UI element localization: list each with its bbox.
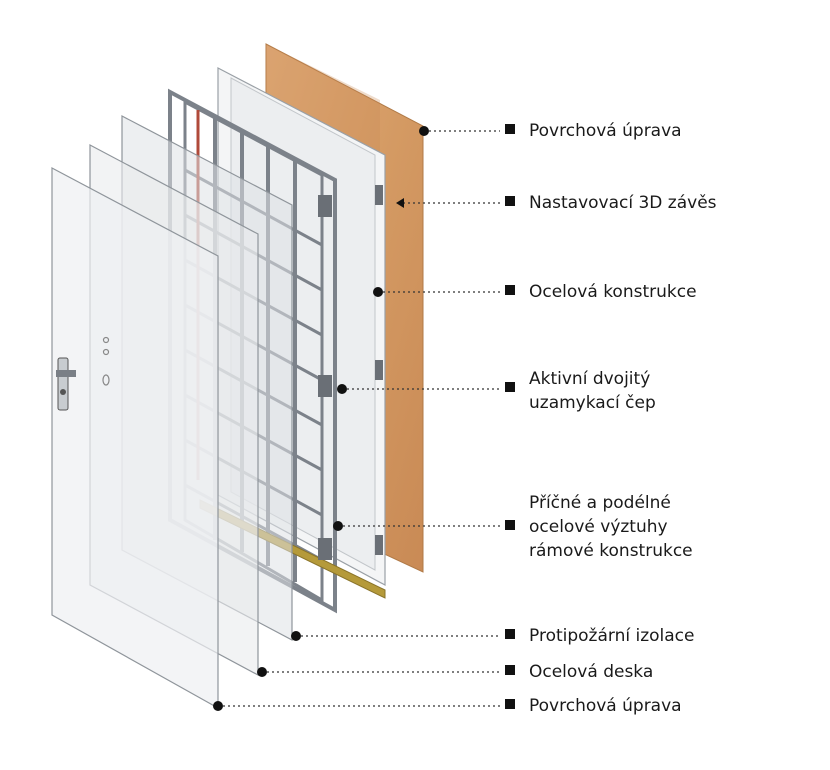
hinge-icons xyxy=(318,185,383,560)
bullet-icon xyxy=(505,665,515,675)
bullet-icon xyxy=(505,285,515,295)
label-text: Povrchová úprava xyxy=(529,696,682,716)
label-text: Protipožární izolace xyxy=(529,626,695,646)
bullet-icon xyxy=(505,382,515,392)
label-text-block: Příčné a podélné ocelové výztuhy rámové ko… xyxy=(529,491,693,563)
label-text: Ocelová deska xyxy=(529,662,654,682)
bullet-icon xyxy=(505,520,515,530)
label-line: Aktivní dvojitý xyxy=(529,369,651,389)
label-line: uzamykací čep xyxy=(529,393,656,413)
label-line: ocelové výztuhy xyxy=(529,517,668,537)
bullet-icon xyxy=(505,124,515,134)
leader-dots xyxy=(213,126,429,711)
label-povrchova-uprava-top: Povrchová úprava xyxy=(505,119,682,143)
bullet-icon xyxy=(505,196,515,206)
lock-holes-icon xyxy=(102,336,110,386)
label-nastavovaci-zaves: Nastavovací 3D závěs xyxy=(505,191,717,215)
label-aktivni-cep: Aktivní dvojitý uzamykací čep xyxy=(505,367,656,415)
label-ocelova-konstrukce: Ocelová konstrukce xyxy=(505,280,697,304)
label-vyztuhy: Příčné a podélné ocelové výztuhy rámové ko… xyxy=(505,491,693,563)
label-ocelova-deska: Ocelová deska xyxy=(505,660,653,684)
label-povrchova-uprava-bottom: Povrchová úprava xyxy=(505,694,682,718)
label-line: Příčné a podélné xyxy=(529,493,671,513)
front-surface-layer xyxy=(51,167,219,710)
label-text: Povrchová úprava xyxy=(529,121,682,141)
label-protipozarni-izolace: Protipožární izolace xyxy=(505,624,694,648)
bullet-icon xyxy=(505,629,515,639)
label-text: Ocelová konstrukce xyxy=(529,282,697,302)
label-text-block: Aktivní dvojitý uzamykací čep xyxy=(529,367,656,415)
label-line: rámové konstrukce xyxy=(529,541,693,561)
bullet-icon xyxy=(505,699,515,709)
label-text: Nastavovací 3D závěs xyxy=(529,193,717,213)
door-handle-icon xyxy=(56,357,76,411)
leader-lines xyxy=(218,130,500,707)
